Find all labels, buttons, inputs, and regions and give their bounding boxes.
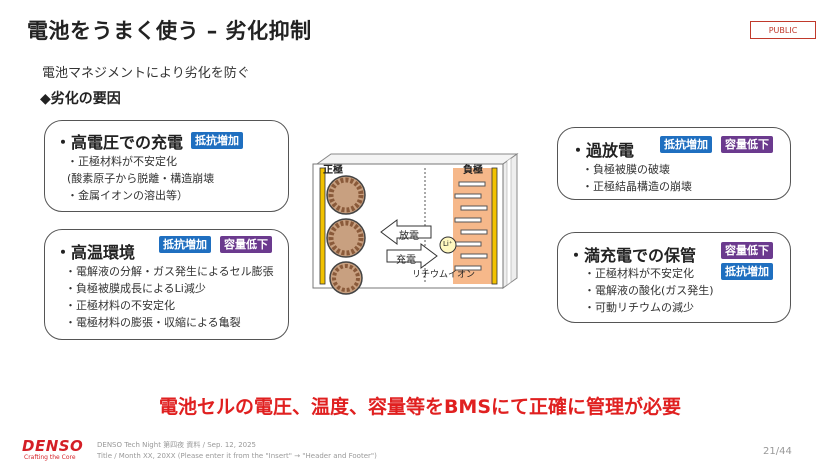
- footer-event: DENSO Tech Night 第四夜 資料 / Sep. 12, 2025: [97, 441, 257, 449]
- box-high-temperature-title: ・高温環境: [55, 243, 136, 262]
- box-high-voltage: ・高電圧での充電 抵抗増加 ・正極材料が不安定化 (酸素原子から脱離・構造崩壊 …: [44, 120, 289, 212]
- list-item: ・正極材料が不安定化: [584, 267, 694, 280]
- box-over-discharge: ・過放電 抵抗増加 容量低下 ・負極被膜の破壊 ・正極結晶構造の崩壊: [557, 127, 791, 200]
- list-item: ・電極材料の膨張・収縮による亀裂: [65, 316, 241, 329]
- logo-tagline: Crafting the Core: [24, 454, 76, 461]
- charge-arrow: [386, 243, 438, 269]
- list-item: ・金属イオンの溶出等）: [67, 189, 188, 202]
- tag-capacity-decrease: 容量低下: [220, 236, 272, 253]
- tag-capacity-decrease: 容量低下: [721, 136, 773, 153]
- cathode-particle: [329, 261, 363, 295]
- positive-electrode-label: 正極: [323, 165, 343, 176]
- list-item: ・可動リチウムの減少: [584, 301, 694, 314]
- negative-electrode-label: 負極: [463, 165, 483, 176]
- box-full-charge-storage: ・満充電での保管 容量低下 抵抗増加 ・正極材料が不安定化 ・電解液の酸化(ガス…: [557, 232, 791, 323]
- tag-resistance-increase: 抵抗増加: [191, 132, 243, 149]
- list-item: ・負極被膜成長によるLi減少: [65, 282, 206, 295]
- battery-cell-diagram: [312, 153, 519, 295]
- list-item: ・正極材料が不安定化: [67, 155, 177, 168]
- box-over-discharge-title: ・過放電: [570, 141, 635, 160]
- list-item: (酸素原子から脱離・構造崩壊: [67, 172, 215, 185]
- tag-capacity-decrease: 容量低下: [721, 242, 773, 259]
- box-high-voltage-title: ・高電圧での充電: [55, 133, 184, 152]
- anode-layers: [454, 181, 488, 271]
- key-message: 電池セルの電圧、温度、容量等をBMSにて正確に管理が必要: [158, 396, 682, 418]
- lithium-ion-icon: [439, 236, 457, 254]
- list-item: ・電解液の酸化(ガス発生): [584, 284, 714, 297]
- tag-resistance-increase: 抵抗増加: [660, 136, 712, 153]
- cathode-particle: [326, 218, 366, 258]
- list-item: ・負極被膜の破壊: [582, 163, 670, 176]
- lithium-ion-label: リチウムイオン: [412, 270, 476, 280]
- tag-resistance-increase: 抵抗増加: [159, 236, 211, 253]
- page-number: 21/44: [763, 446, 792, 457]
- page-subtitle: 電池マネジメントにより劣化を防ぐ: [42, 66, 250, 81]
- li-ion-label: Li⁺: [443, 240, 453, 248]
- cathode-particle: [326, 175, 366, 215]
- list-item: ・正極材料の不安定化: [65, 299, 175, 312]
- list-item: ・電解液の分解・ガス発生によるセル膨張: [65, 265, 274, 278]
- public-badge: PUBLIC: [750, 21, 816, 39]
- box-high-temperature: ・高温環境 抵抗増加 容量低下 ・電解液の分解・ガス発生によるセル膨張 ・負極被…: [44, 229, 289, 340]
- charge-label: 充電: [396, 255, 416, 266]
- section-heading: ◆劣化の要因: [40, 91, 121, 107]
- footer-placeholder: Title / Month XX, 20XX (Please enter it …: [97, 452, 377, 460]
- list-item: ・正極結晶構造の崩壊: [582, 180, 692, 193]
- discharge-label: 放電: [399, 231, 419, 242]
- tag-resistance-increase: 抵抗増加: [721, 263, 773, 280]
- discharge-arrow: [380, 219, 432, 245]
- box-full-charge-storage-title: ・満充電での保管: [568, 246, 697, 265]
- denso-logo: DENSO: [22, 437, 84, 455]
- page-title: 電池をうまく使う – 劣化抑制: [27, 19, 312, 43]
